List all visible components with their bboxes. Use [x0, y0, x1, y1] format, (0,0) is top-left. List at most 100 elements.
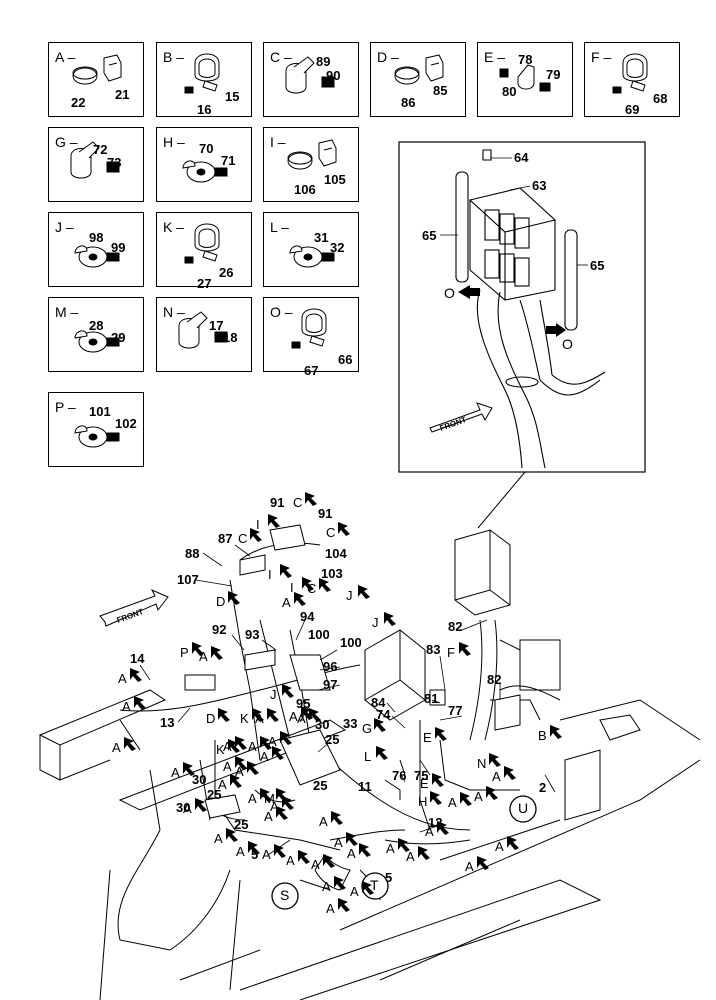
- main-part-number: 25: [234, 817, 249, 832]
- leader-line: [139, 664, 151, 681]
- circle-s: [271, 882, 299, 910]
- main-clamp-letter: C: [238, 531, 248, 546]
- clamp-arrow: [432, 773, 444, 787]
- main-part-number: 91: [318, 506, 333, 521]
- main-clamp-letter: G: [362, 721, 373, 736]
- main-clamp-letter: A: [334, 835, 343, 850]
- detail-part-number: 28: [89, 318, 104, 333]
- clamp-arrow: [272, 746, 284, 760]
- detail-box-o-drawing: [291, 308, 327, 349]
- main-clamp-letter: C: [293, 495, 303, 510]
- detail-box-letter: F –: [591, 49, 612, 65]
- clamp-arrow: [489, 753, 501, 767]
- main-part-number: 92: [212, 622, 227, 637]
- main-part-number: 97: [323, 677, 338, 692]
- main-part-number: 81: [424, 691, 439, 706]
- clamp-arrow: [274, 844, 286, 858]
- main-part-number: 104: [325, 546, 347, 561]
- main-clamp-letter: A: [214, 831, 223, 846]
- detail-box-letter: K –: [163, 219, 185, 235]
- clamp-arrow: [504, 766, 516, 780]
- main-clamp-letter: A: [347, 846, 356, 861]
- main-clamp-letter: I: [290, 580, 294, 595]
- clamp-arrow: [358, 585, 370, 599]
- main-clamp-letter: A: [311, 857, 320, 872]
- main-part-number: 25: [325, 732, 340, 747]
- clamp-arrow: [331, 811, 343, 825]
- detail-part-number: 31: [314, 230, 329, 245]
- leader-line: [391, 715, 406, 729]
- clamp-arrow: [134, 696, 146, 710]
- main-part-number: 83: [426, 642, 441, 657]
- detail-part-number: 15: [225, 89, 240, 104]
- detail-part-number: 70: [199, 141, 214, 156]
- main-clamp-letter: A: [183, 801, 192, 816]
- leader-line: [461, 619, 488, 631]
- main-clamp-letter: A: [264, 809, 273, 824]
- main-clamp-letter: J: [270, 687, 277, 702]
- leader-line: [261, 639, 277, 651]
- main-part-number: 87: [218, 531, 233, 546]
- main-clamp-letter: A: [326, 901, 335, 916]
- main-part-number: 5: [385, 870, 393, 885]
- main-clamp-letter: A: [199, 649, 208, 664]
- clamp-arrow: [398, 838, 410, 852]
- clamp-arrow: [211, 646, 223, 660]
- main-clamp-letter: A: [492, 769, 501, 784]
- main-clamp-letter: C: [307, 581, 317, 596]
- main-part-number: 103: [321, 566, 343, 581]
- detail-part-number: 79: [546, 67, 561, 82]
- leader-line: [399, 771, 406, 783]
- main-part-number: 30: [176, 800, 191, 815]
- detail-part-number: 32: [330, 240, 345, 255]
- clamp-arrow: [226, 828, 238, 842]
- main-clamp-letter: A: [425, 824, 434, 839]
- main-clamp-letter: A: [262, 847, 271, 862]
- detail-part-number: 22: [71, 95, 86, 110]
- clamp-arrow: [228, 739, 240, 753]
- main-part-number: 77: [448, 703, 463, 718]
- circle-label-u: U: [518, 800, 529, 816]
- detail-box-f-drawing: [612, 53, 648, 94]
- inset-detail: FRONT: [398, 141, 646, 473]
- main-clamp-letter: A: [248, 791, 257, 806]
- detail-part-number: 73: [107, 155, 122, 170]
- leader-line: [431, 699, 441, 704]
- detail-box-p-drawing: [74, 425, 120, 448]
- leader-line: [195, 579, 233, 587]
- main-part-number: 93: [245, 627, 260, 642]
- clamp-arrow: [418, 846, 430, 860]
- main-clamp-letter: I: [256, 517, 260, 532]
- detail-part-number: 85: [433, 83, 448, 98]
- main-part-number: 30: [192, 772, 207, 787]
- main-clamp-letter: A: [223, 759, 232, 774]
- detail-box-letter: M –: [55, 304, 79, 320]
- inset-part-63: 63: [532, 178, 547, 193]
- main-clamp-letter: A: [236, 844, 245, 859]
- main-clamp-letter: A: [112, 740, 121, 755]
- detail-box-letter: E –: [484, 49, 506, 65]
- main-clamp-letter: A: [270, 799, 279, 814]
- detail-part-number: 26: [219, 265, 234, 280]
- clamp-arrow: [359, 843, 371, 857]
- leader-line: [419, 824, 441, 833]
- main-part-number: 100: [340, 635, 362, 650]
- circle-label-s: S: [280, 887, 290, 903]
- main-clamp-letter: A: [286, 853, 295, 868]
- clamp-arrow: [334, 876, 346, 890]
- main-clamp-letter: H: [418, 794, 428, 809]
- detail-part-number: 72: [93, 142, 108, 157]
- leader-line: [386, 702, 396, 713]
- main-part-number: 12: [428, 815, 443, 830]
- clamp-arrow: [195, 798, 207, 812]
- detail-part-number: 67: [304, 363, 319, 378]
- clamp-arrow: [319, 578, 331, 592]
